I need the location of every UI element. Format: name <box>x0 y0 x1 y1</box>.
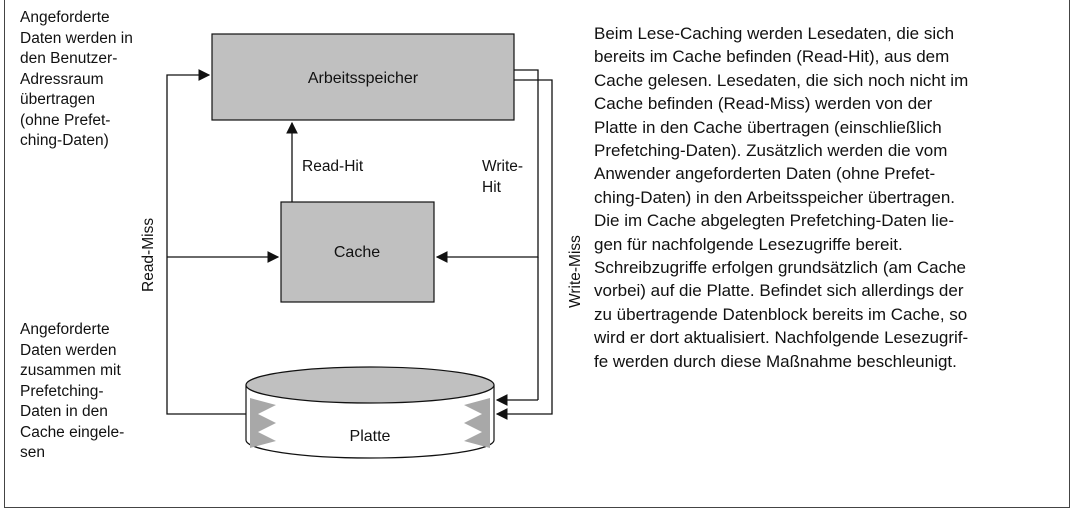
read-hit-label: Read-Hit <box>302 158 364 175</box>
figure-frame <box>4 0 1070 508</box>
cache-box: Cache <box>280 201 435 303</box>
description-text: Beim Lese-Caching werden Lesedaten, die … <box>594 24 969 371</box>
memory-box-label: Arbeitsspeicher <box>308 70 419 87</box>
disk-wave-left <box>250 398 276 448</box>
disk-wave-right <box>464 398 490 448</box>
note-read-into-cache: Angeforderte Daten werden zusammen mit P… <box>20 321 125 461</box>
write-miss-label: Write-Miss <box>567 235 584 308</box>
write-hit-label-line2: Hit <box>482 179 502 196</box>
memory-box: Arbeitsspeicher <box>211 33 515 121</box>
read-miss-label: Read-Miss <box>140 218 157 292</box>
write-hit-label-line1: Write- <box>482 158 523 175</box>
write-miss-line <box>495 79 553 420</box>
write-hit-line <box>435 69 539 263</box>
note-read-to-user-space: Angeforderte Daten werden in den Benutze… <box>20 9 133 149</box>
disk-label: Platte <box>350 428 391 445</box>
write-hit-label: Write- Hit <box>482 158 527 196</box>
cache-box-label: Cache <box>334 244 380 261</box>
disk-cylinder: Platte <box>245 366 495 459</box>
read-miss-line-to-memory <box>166 69 246 415</box>
